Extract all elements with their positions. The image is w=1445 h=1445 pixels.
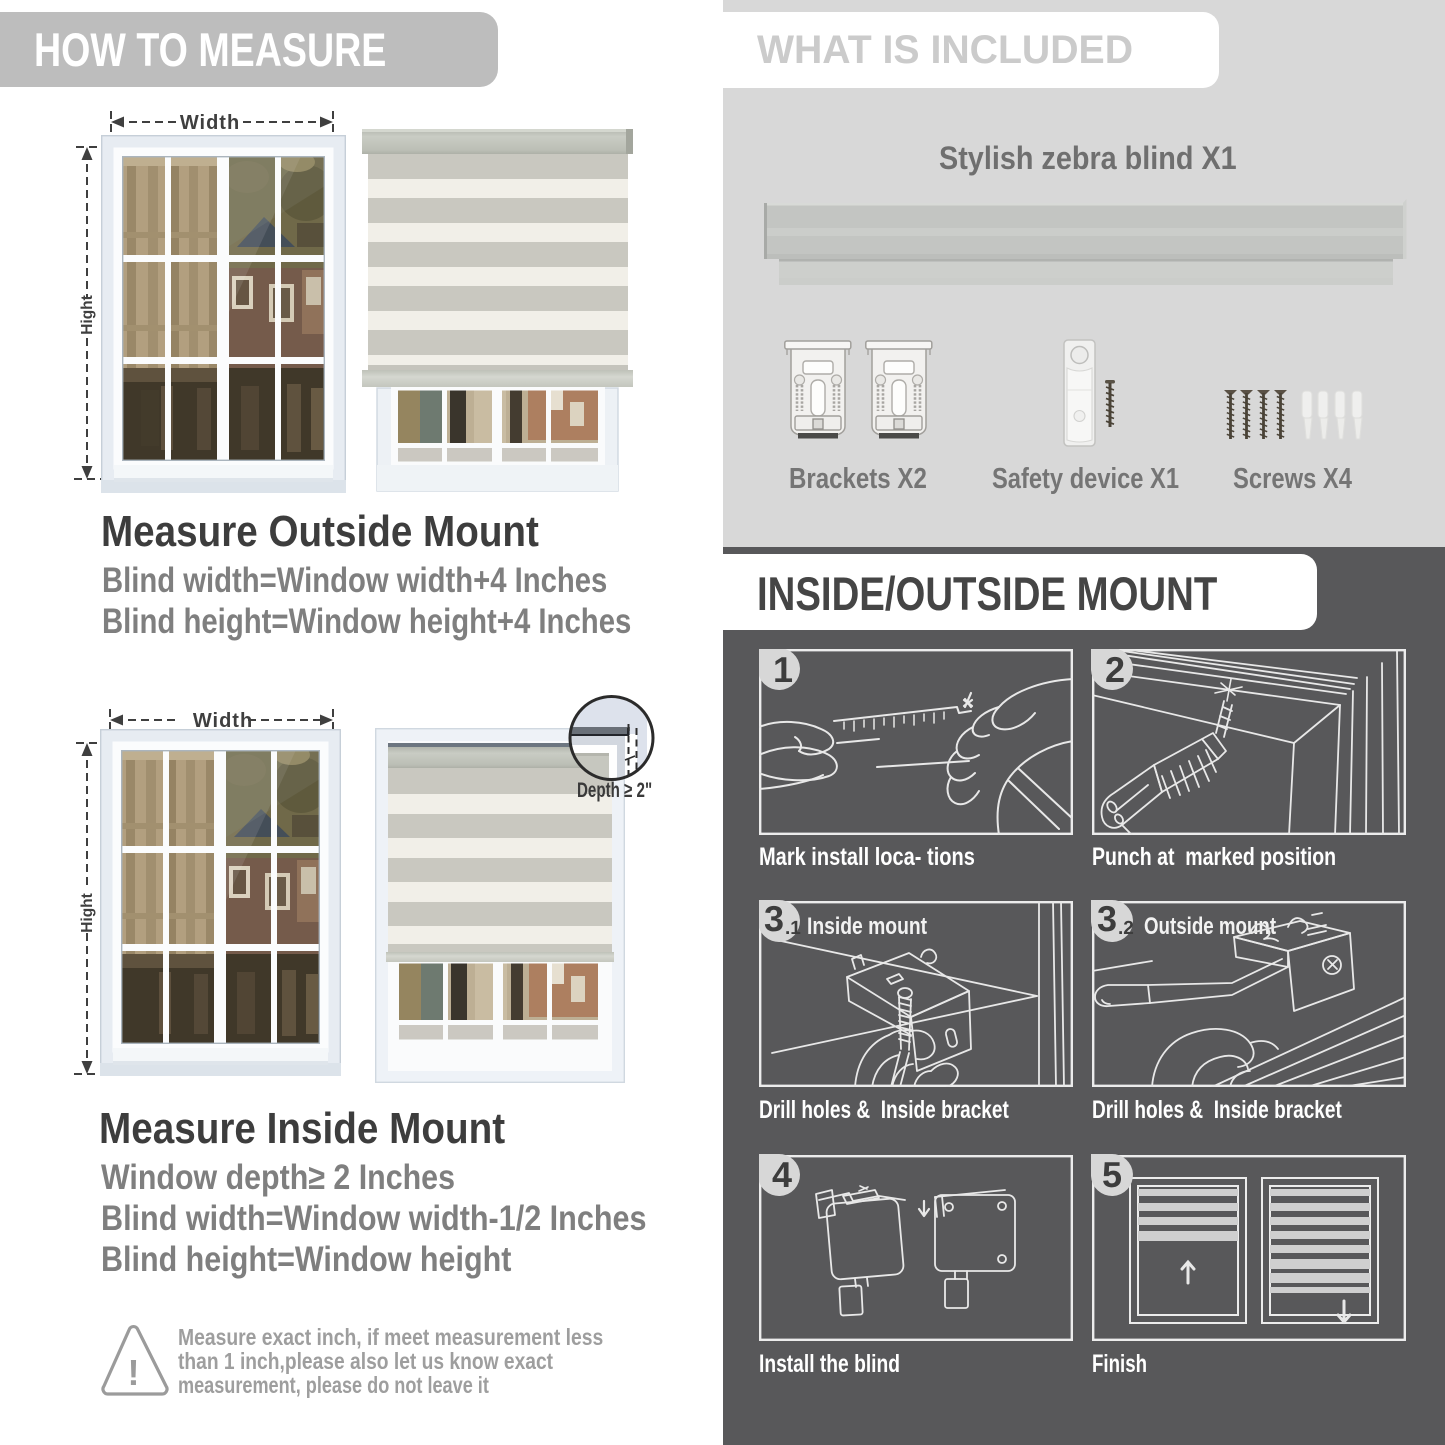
svg-text:2: 2 — [1105, 649, 1125, 690]
svg-text:Hight: Hight — [79, 295, 96, 335]
svg-text:4: 4 — [772, 1154, 792, 1195]
svg-text:1: 1 — [773, 649, 793, 690]
svg-text:Width: Width — [193, 710, 253, 732]
svg-text:5: 5 — [1102, 1154, 1122, 1195]
svg-text:Hight: Hight — [79, 893, 96, 933]
svg-text:.1: .1 — [785, 918, 801, 939]
svg-text:.2: .2 — [1118, 918, 1134, 939]
svg-text:3: 3 — [764, 898, 784, 939]
svg-text:3: 3 — [1097, 898, 1117, 939]
svg-text:Width: Width — [180, 112, 240, 134]
svg-text:!: ! — [128, 1352, 140, 1393]
